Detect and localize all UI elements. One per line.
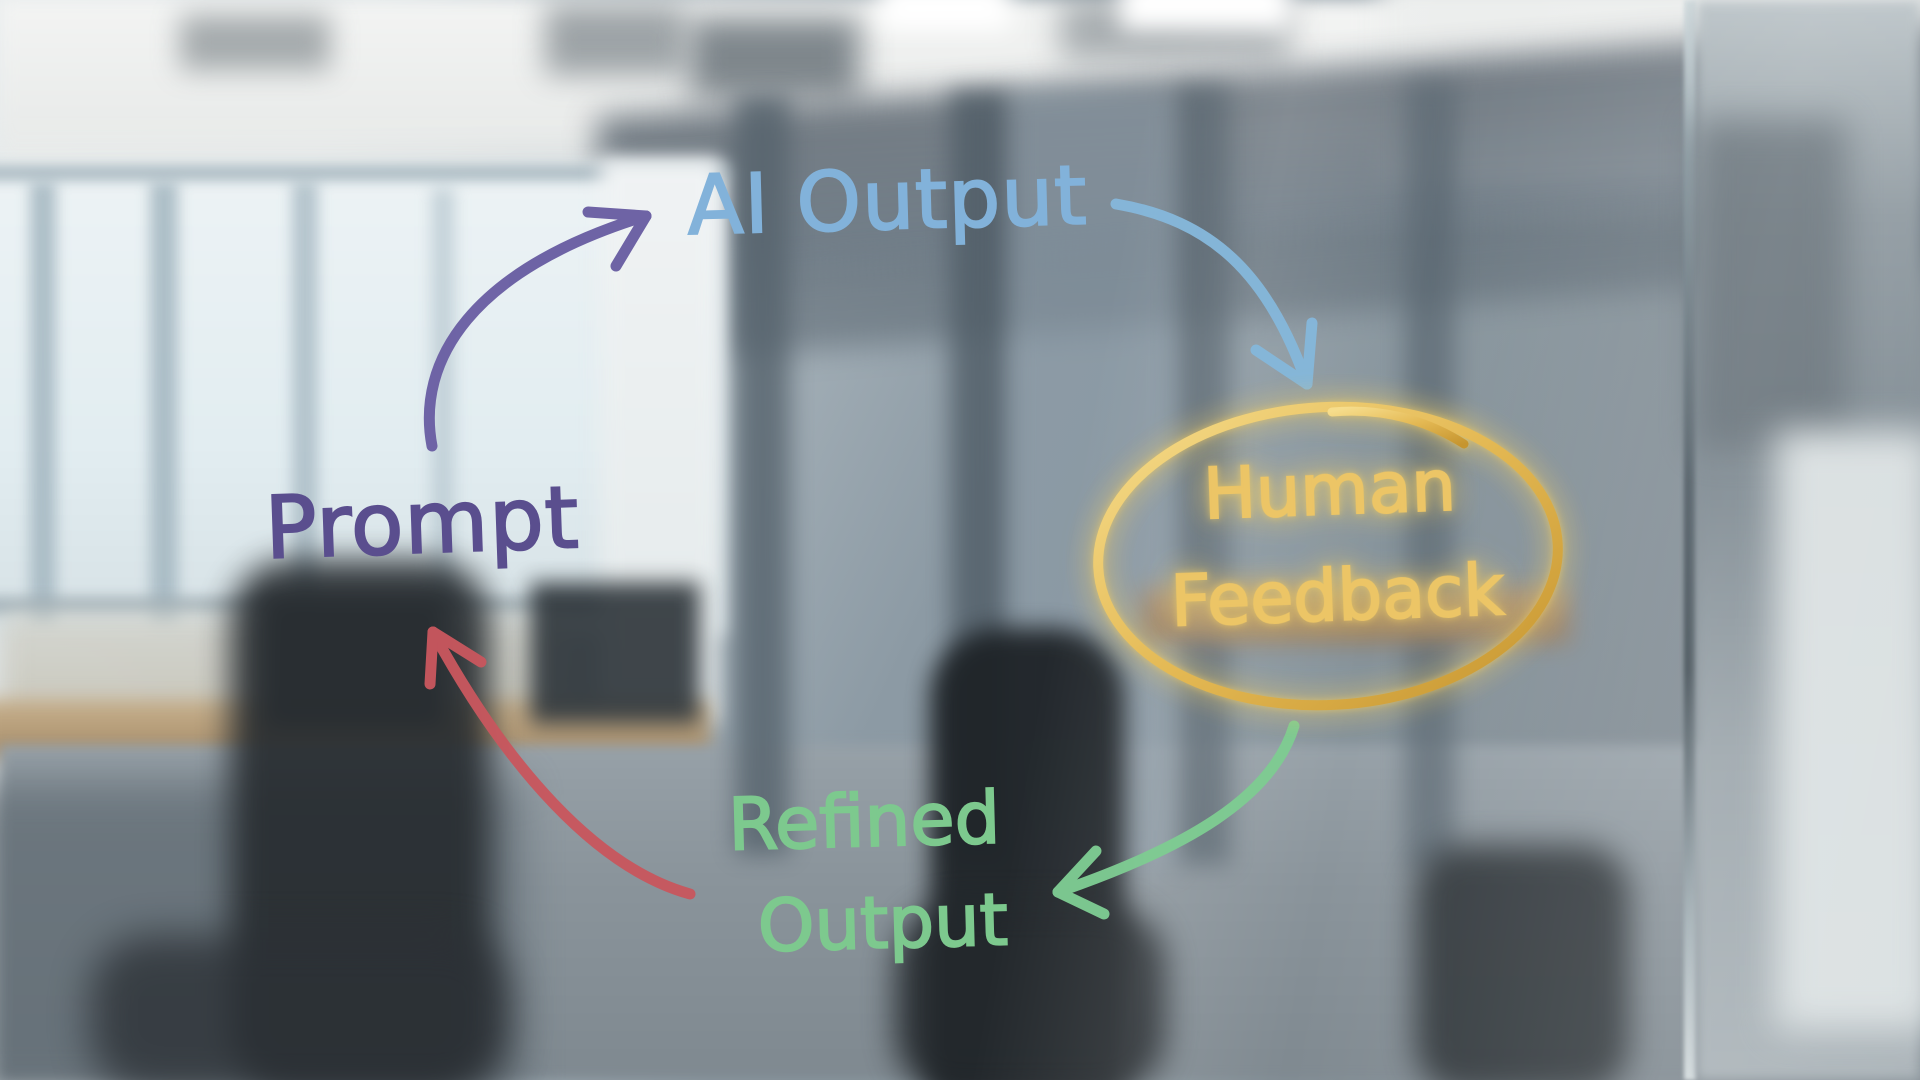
arrow-shaft	[423, 210, 652, 452]
arrow-prompt-to-ai-output	[423, 206, 652, 452]
gold-ellipse	[1093, 401, 1563, 711]
node-label-refined-output: Refined Output	[726, 775, 1010, 969]
human-feedback-line2: Feedback	[1169, 549, 1505, 643]
arrow-shaft	[427, 626, 696, 900]
node-label-prompt: Prompt	[263, 468, 581, 579]
arrow-shaft	[1052, 720, 1300, 898]
human-feedback-line1: Human	[1202, 445, 1457, 536]
arrowhead-icon	[424, 626, 487, 690]
arrow-human-feedback-to-refined-output	[1052, 720, 1300, 920]
gold-ellipse-overlap-stroke	[1327, 406, 1469, 449]
arrow-shaft	[1110, 198, 1313, 390]
arrowhead-icon	[1052, 845, 1110, 920]
refined-output-line1: Refined	[727, 776, 1001, 867]
human-feedback-highlight-circle	[1093, 401, 1563, 711]
node-label-human-feedback: Human Feedback	[1168, 444, 1506, 644]
arrow-refined-output-to-prompt	[424, 626, 696, 900]
arrowhead-icon	[582, 206, 652, 272]
node-label-ai-output: AI Output	[686, 149, 1089, 254]
refined-output-line2: Output	[757, 877, 1009, 968]
arrowhead-icon	[1250, 317, 1318, 390]
arrow-ai-output-to-human-feedback	[1110, 198, 1318, 390]
